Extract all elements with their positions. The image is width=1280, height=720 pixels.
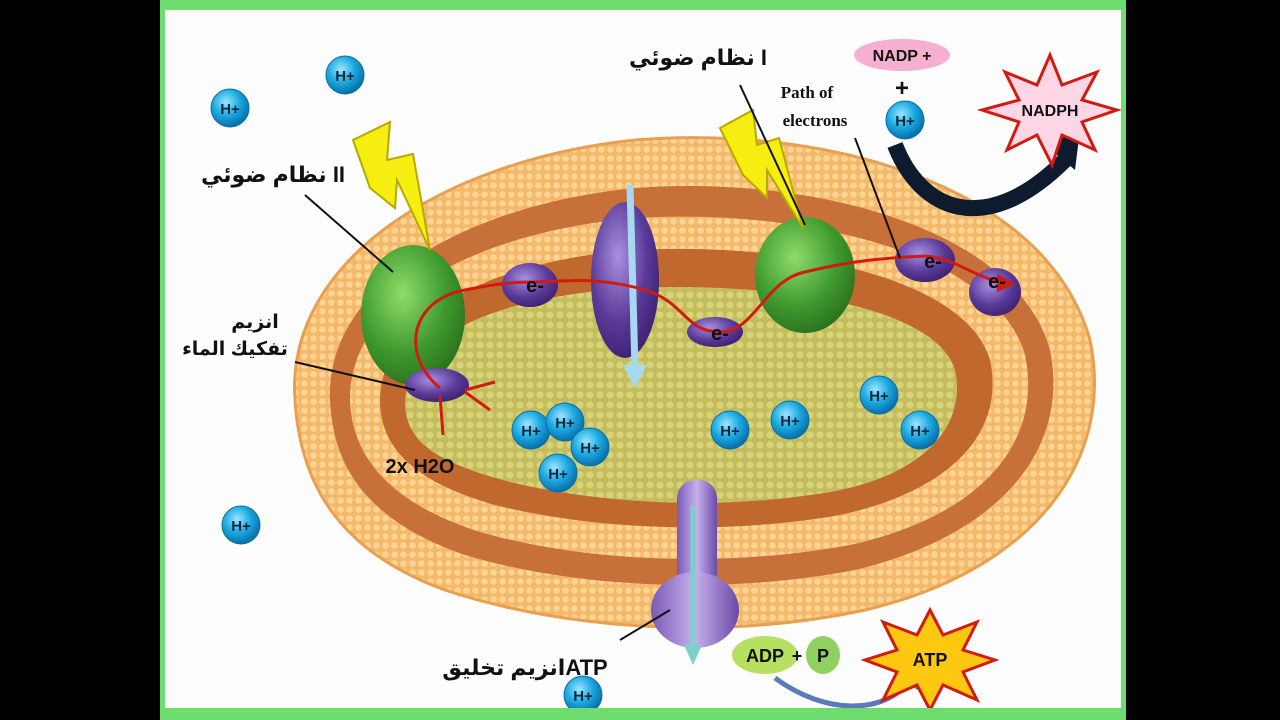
proton-5: H+ bbox=[563, 675, 603, 708]
nadph-starburst bbox=[976, 51, 1121, 169]
proton-12: H+ bbox=[859, 375, 899, 415]
proton-label: H+ bbox=[895, 113, 915, 130]
electron-path-arrowhead bbox=[997, 274, 1015, 292]
electron-label-3: e- bbox=[924, 251, 942, 273]
proton-7: H+ bbox=[545, 402, 585, 442]
proton-group: H+ H+ H+ H+ H+ H+ H+ H+ H+ H+ H+ H+ H+ bbox=[210, 55, 940, 708]
thylakoid-lumen bbox=[405, 287, 958, 503]
proton-8: H+ bbox=[570, 427, 610, 467]
label-p: P bbox=[817, 646, 829, 666]
electron-label-4: e- bbox=[988, 271, 1006, 293]
proton-10: H+ bbox=[710, 410, 750, 450]
label-plus-top: + bbox=[895, 75, 909, 102]
carrier-fd1 bbox=[895, 238, 955, 282]
proton-label: H+ bbox=[780, 413, 800, 430]
leader-ps-ii bbox=[304, 194, 394, 273]
label-atp: ATP bbox=[913, 650, 948, 670]
label-water: 2x H2O bbox=[386, 456, 455, 478]
proton-label: H+ bbox=[231, 518, 251, 535]
cytochrome-complex bbox=[591, 202, 659, 358]
carrier-fd2 bbox=[969, 268, 1021, 316]
lightning-ps-i bbox=[718, 108, 804, 229]
leader-atp-synthase bbox=[619, 609, 671, 641]
proton-6: H+ bbox=[511, 410, 551, 450]
proton-label: H+ bbox=[720, 423, 740, 440]
leader-water-enzyme bbox=[294, 361, 416, 391]
proton-label: H+ bbox=[521, 423, 541, 440]
photosystem-i-complex bbox=[755, 217, 855, 333]
proton-3: H+ bbox=[885, 100, 925, 140]
atp-synthase-arrowhead bbox=[684, 645, 702, 665]
proton-11: H+ bbox=[770, 400, 810, 440]
label-path-2: electrons bbox=[783, 111, 848, 130]
atp-starburst bbox=[860, 606, 1000, 708]
label-water-enzyme-1: انزيم bbox=[231, 312, 279, 333]
adp-pill bbox=[732, 636, 798, 674]
diagram-frame: نظام ضوئي I نظام ضوئي II انزيم تفكيك الم… bbox=[160, 0, 1126, 720]
label-photosystem-ii: نظام ضوئي II bbox=[201, 162, 345, 188]
proton-label: H+ bbox=[335, 68, 355, 85]
proton-label: H+ bbox=[869, 388, 889, 405]
p-pill bbox=[806, 636, 840, 674]
atp-synthase-stalk bbox=[677, 480, 717, 590]
photosystem-ii-complex bbox=[361, 245, 465, 385]
thylakoid-diagram: نظام ضوئي I نظام ضوئي II انزيم تفكيك الم… bbox=[182, 39, 1121, 708]
proton-channel-arrow bbox=[626, 184, 639, 371]
proton-9: H+ bbox=[538, 453, 578, 493]
lightning-ps-ii bbox=[351, 120, 431, 251]
electron-label-2: e- bbox=[711, 323, 729, 345]
proton-label: H+ bbox=[555, 415, 575, 432]
proton-label: H+ bbox=[548, 466, 568, 483]
proton-4: H+ bbox=[221, 505, 261, 545]
electron-label-1: e- bbox=[526, 275, 544, 297]
label-nadp: NADP + bbox=[873, 48, 932, 65]
proton-channel-arrowhead bbox=[623, 365, 647, 388]
proton-label: H+ bbox=[910, 423, 930, 440]
carrier-pq bbox=[502, 263, 558, 307]
proton-label: H+ bbox=[573, 688, 593, 705]
label-nadph: NADPH bbox=[1022, 103, 1079, 120]
nadp-pill bbox=[854, 39, 950, 71]
proton-13: H+ bbox=[900, 410, 940, 450]
proton-label: H+ bbox=[580, 440, 600, 457]
nadph-arrow bbox=[887, 141, 1071, 217]
proton-label: H+ bbox=[220, 101, 240, 118]
label-water-enzyme-2: تفكيك الماء bbox=[182, 339, 288, 360]
water-input-lines bbox=[438, 380, 496, 436]
proton-2: H+ bbox=[210, 88, 250, 128]
label-plus-adp: + bbox=[792, 646, 803, 666]
electron-path bbox=[414, 254, 1001, 390]
proton-1: H+ bbox=[325, 55, 365, 95]
leader-ps-i bbox=[739, 84, 806, 226]
leader-path bbox=[854, 137, 901, 259]
label-path-1: Path of bbox=[781, 83, 834, 102]
label-adp: ADP bbox=[746, 646, 784, 666]
label-photosystem-i: نظام ضوئي I bbox=[629, 45, 767, 71]
